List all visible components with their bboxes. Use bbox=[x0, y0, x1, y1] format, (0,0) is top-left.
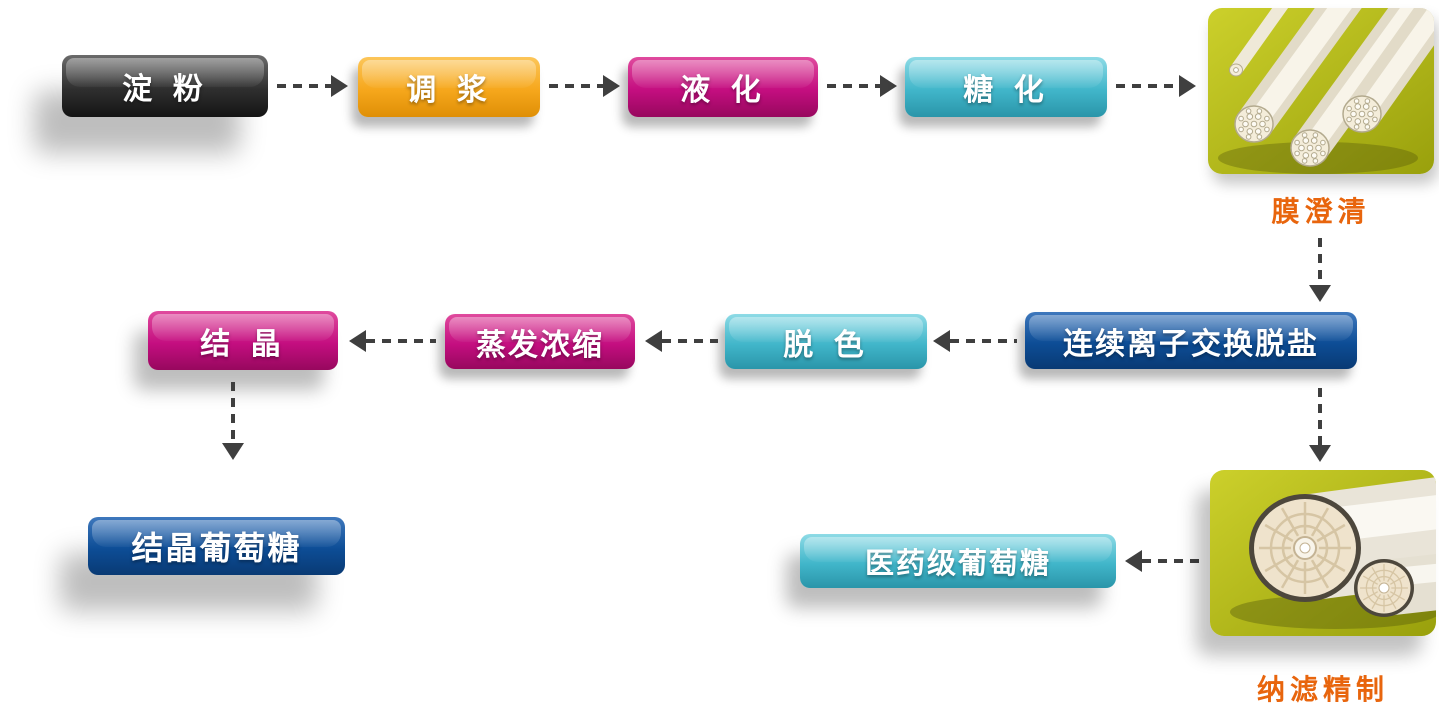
arrow-right-head-icon bbox=[1179, 75, 1196, 97]
node-evaporation-label: 蒸发浓缩 bbox=[476, 327, 604, 363]
ceramic-membrane-tubes-illustration bbox=[1208, 8, 1434, 174]
arrow-dash bbox=[366, 339, 436, 343]
arrow-left-head-icon bbox=[645, 330, 662, 352]
arrow-slurry-to-liquefaction bbox=[549, 75, 620, 97]
nanofiltration-refining-caption: 纳滤精制 bbox=[1256, 673, 1389, 706]
spiral-membrane-image bbox=[1210, 470, 1436, 636]
arrow-right-head-icon bbox=[880, 75, 897, 97]
spiral-membrane-modules-illustration bbox=[1210, 470, 1436, 636]
node-crystalline-glucose-label: 结晶葡萄糖 bbox=[131, 529, 302, 567]
arrow-left-head-icon bbox=[933, 330, 950, 352]
node-decolorization: 脱 色 bbox=[725, 314, 927, 369]
arrow-dash bbox=[1318, 238, 1322, 285]
arrow-evaporation-to-crystallization bbox=[349, 330, 436, 352]
ceramic-membrane-image bbox=[1208, 8, 1434, 174]
arrow-nanofiltration-to-pharma-glucose bbox=[1125, 550, 1203, 572]
arrow-left-head-icon bbox=[1125, 550, 1142, 572]
node-decolorization-label: 脱 色 bbox=[783, 327, 869, 363]
arrow-down-head-icon bbox=[222, 443, 244, 460]
node-ion-exchange-label: 连续离子交换脱盐 bbox=[1063, 326, 1319, 362]
node-ion-exchange: 连续离子交换脱盐 bbox=[1025, 312, 1357, 369]
arrow-ion-exchange-to-decolorization bbox=[933, 330, 1017, 352]
arrow-down-head-icon bbox=[1309, 285, 1331, 302]
arrow-dash bbox=[950, 339, 1017, 343]
arrow-down-head-icon bbox=[1309, 445, 1331, 462]
membrane-clarification-caption: 膜澄清 bbox=[1271, 195, 1371, 228]
node-crystallization: 结 晶 bbox=[148, 311, 338, 370]
arrow-crystallization-to-crystalline-glucose bbox=[222, 382, 244, 460]
arrow-dash bbox=[1318, 388, 1322, 445]
node-starch-label: 淀 粉 bbox=[122, 72, 208, 107]
node-saccharification-label: 糖 化 bbox=[963, 73, 1049, 108]
arrow-liquefaction-to-saccharification bbox=[827, 75, 897, 97]
arrow-dash bbox=[1142, 559, 1203, 563]
node-liquefaction-label: 液 化 bbox=[680, 73, 766, 108]
arrow-dash bbox=[1116, 84, 1179, 88]
arrow-left-head-icon bbox=[349, 330, 366, 352]
arrow-starch-to-slurry bbox=[277, 75, 348, 97]
node-pharma-glucose-label: 医药级葡萄糖 bbox=[864, 546, 1051, 580]
arrow-dash bbox=[549, 84, 603, 88]
node-slurry: 调 浆 bbox=[358, 57, 540, 117]
arrow-right-head-icon bbox=[331, 75, 348, 97]
node-evaporation: 蒸发浓缩 bbox=[445, 314, 635, 369]
node-crystallization-label: 结 晶 bbox=[200, 326, 286, 362]
arrow-membrane-to-ion-exchange bbox=[1309, 238, 1331, 302]
arrow-saccharification-to-membrane bbox=[1116, 75, 1196, 97]
arrow-dash bbox=[662, 339, 718, 343]
node-slurry-label: 调 浆 bbox=[406, 73, 492, 108]
node-pharma-glucose: 医药级葡萄糖 bbox=[800, 534, 1116, 588]
node-crystalline-glucose: 结晶葡萄糖 bbox=[88, 517, 345, 575]
node-liquefaction: 液 化 bbox=[628, 57, 818, 117]
node-starch: 淀 粉 bbox=[62, 55, 268, 117]
node-saccharification: 糖 化 bbox=[905, 57, 1107, 117]
arrow-dash bbox=[277, 84, 331, 88]
arrow-right-head-icon bbox=[603, 75, 620, 97]
arrow-decolorization-to-evaporation bbox=[645, 330, 718, 352]
arrow-dash bbox=[231, 382, 235, 443]
arrow-dash bbox=[827, 84, 880, 88]
arrow-ion-exchange-to-nanofiltration bbox=[1309, 388, 1331, 462]
